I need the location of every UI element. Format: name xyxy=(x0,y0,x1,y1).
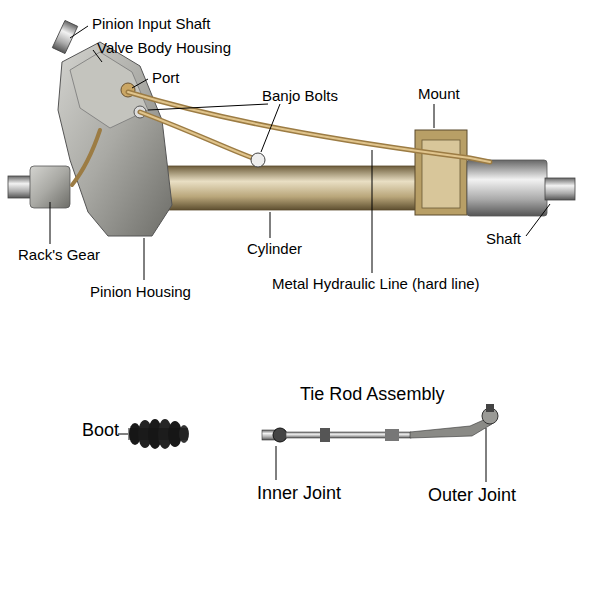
part-label: Boot xyxy=(82,421,119,441)
boot xyxy=(128,419,189,449)
part-label: Cylinder xyxy=(247,241,302,258)
assembly-heading: Tie Rod Assembly xyxy=(300,385,444,405)
hydraulic-line xyxy=(72,92,490,185)
banjo-bolt xyxy=(251,153,265,167)
part-label: Outer Joint xyxy=(428,486,516,506)
part-label: Valve Body Housing xyxy=(97,40,231,57)
tie-rod xyxy=(262,404,498,442)
leader-line xyxy=(50,26,550,482)
part-label: Rack's Gear xyxy=(18,247,100,264)
part-label: Pinion Housing xyxy=(90,284,191,301)
part-label: Banjo Bolts xyxy=(262,88,338,105)
part-label: Shaft xyxy=(486,231,521,248)
part-label: Port xyxy=(152,70,180,87)
part-label: Metal Hydraulic Line (hard line) xyxy=(272,276,480,293)
part-label: Mount xyxy=(418,86,460,103)
part-label: Pinion Input Shaft xyxy=(92,16,210,33)
part-label: Inner Joint xyxy=(257,484,341,504)
